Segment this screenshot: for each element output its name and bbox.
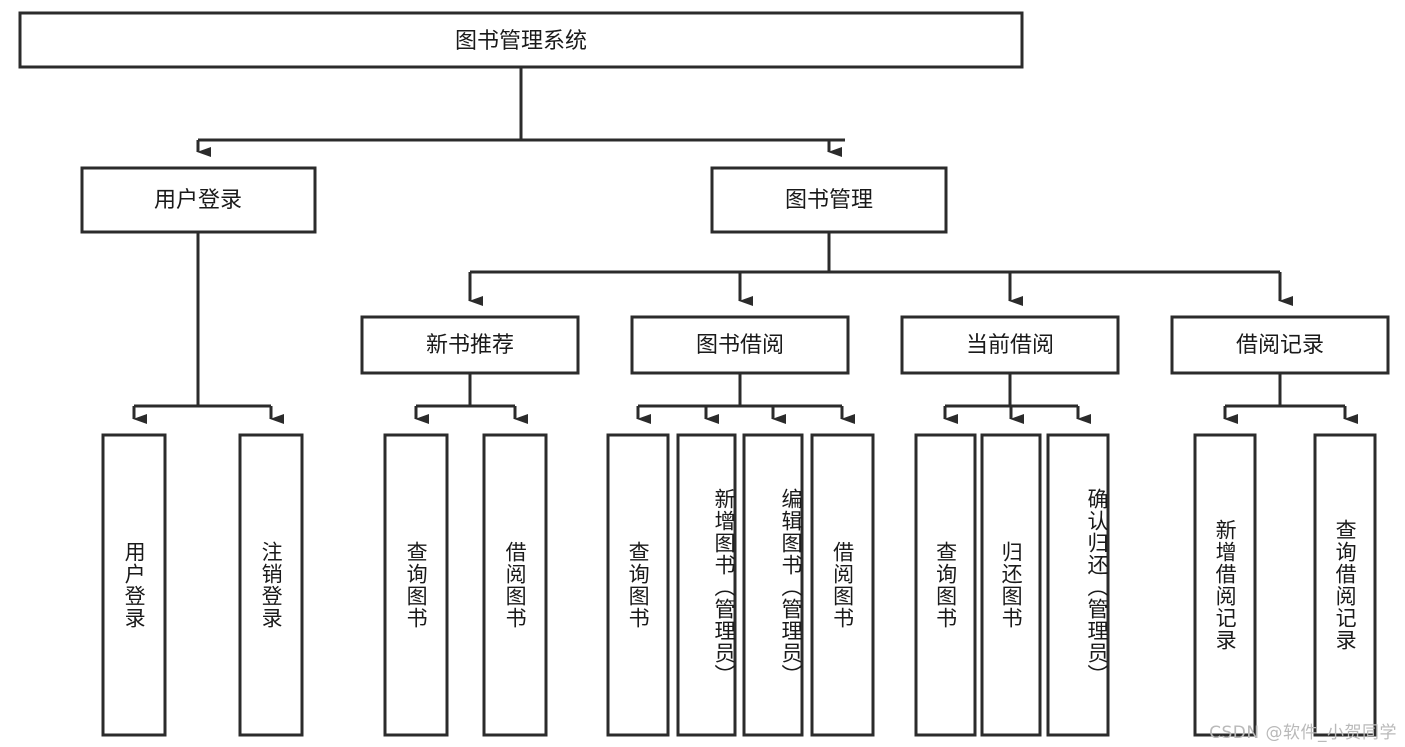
node-leaf-borrow-book-1-box[interactable] — [482, 433, 548, 737]
node-leaf-query-record-box[interactable] — [1313, 433, 1377, 737]
node-user-login-label: 用户登录 — [154, 188, 242, 213]
node-leaf-borrow-book-2-box[interactable] — [810, 433, 875, 737]
node-leaf-confirm-return-box[interactable] — [1046, 433, 1110, 737]
connector-layer — [132, 67, 1358, 424]
node-leaf-add-book-box[interactable] — [676, 433, 737, 737]
node-user-login-box[interactable] — [80, 166, 317, 234]
node-leaf-return-book-box[interactable] — [980, 433, 1042, 737]
node-current-borrow-box[interactable] — [900, 315, 1120, 375]
csdn-watermark: CSDN @软件_小贺同学 — [1209, 723, 1397, 743]
node-book-manage-label: 图书管理 — [785, 188, 873, 213]
node-leaf-query-book-3-box[interactable] — [914, 433, 977, 737]
node-leaf-edit-book-box[interactable] — [742, 433, 804, 737]
node-leaf-query-book-2-box[interactable] — [606, 433, 670, 737]
node-new-book-rec-label: 新书推荐 — [426, 333, 514, 358]
node-leaf-user-login-box[interactable] — [101, 433, 167, 737]
node-root-label: 图书管理系统 — [455, 29, 587, 54]
node-leaf-add-record-box[interactable] — [1193, 433, 1257, 737]
node-borrow-record-label: 借阅记录 — [1236, 333, 1324, 358]
node-root[interactable]: 图书管理系统 — [18, 11, 1024, 69]
node-leaf-query-book-1-box[interactable] — [383, 433, 449, 737]
node-borrow-record-box[interactable] — [1170, 315, 1390, 375]
node-book-manage-box[interactable] — [710, 166, 948, 234]
node-root-box[interactable] — [18, 11, 1024, 69]
node-book-manage[interactable]: 图书管理 — [710, 166, 948, 234]
node-leaf-logout-box[interactable] — [238, 433, 304, 737]
node-user-login[interactable]: 用户登录 — [80, 166, 317, 234]
node-current-borrow-label: 当前借阅 — [966, 333, 1054, 358]
node-borrow-record[interactable]: 借阅记录 — [1170, 315, 1390, 375]
node-book-borrow-box[interactable] — [630, 315, 850, 375]
leaf-box-layer — [101, 433, 1377, 737]
node-new-book-rec-box[interactable] — [360, 315, 580, 375]
node-new-book-rec[interactable]: 新书推荐 — [360, 315, 580, 375]
node-book-borrow-label: 图书借阅 — [696, 333, 784, 358]
node-current-borrow[interactable]: 当前借阅 — [900, 315, 1120, 375]
node-book-borrow[interactable]: 图书借阅 — [630, 315, 850, 375]
